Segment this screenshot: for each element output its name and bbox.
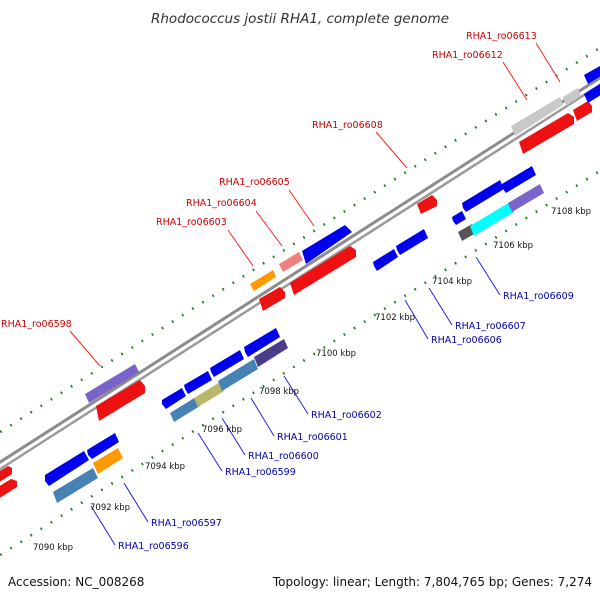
leader-ro06598 <box>69 330 101 367</box>
leader-ro06613 <box>535 42 561 83</box>
kbp-label-7102: 7102 kbp <box>375 313 415 323</box>
gene-ro06606[interactable] <box>373 249 398 271</box>
genome-backbone <box>0 76 600 471</box>
leader-ro06603 <box>227 229 254 267</box>
gene-forward-feature[interactable] <box>0 479 17 504</box>
forward-genes <box>0 66 600 504</box>
gene-ro06609-blue[interactable] <box>452 211 466 225</box>
gene-ro06612[interactable] <box>511 97 563 136</box>
kbp-label-7098: 7098 kbp <box>259 387 299 397</box>
gene-forward-feature[interactable] <box>0 466 12 488</box>
gene-ro06602[interactable] <box>244 328 280 357</box>
leader-ro06609 <box>475 256 501 296</box>
label-ro06608[interactable]: RHA1_ro06608 <box>312 120 383 131</box>
gene-ro06599-steel[interactable] <box>170 397 200 422</box>
label-ro06604[interactable]: RHA1_ro06604 <box>186 198 257 209</box>
gene-reverse-feature[interactable] <box>502 166 536 193</box>
leader-ro06600 <box>221 417 246 456</box>
reverse-genes <box>45 166 544 503</box>
gene-ro06605[interactable] <box>302 225 352 264</box>
gene-ro06596[interactable] <box>53 468 98 503</box>
gene-ro06598-red[interactable] <box>96 380 145 421</box>
forward-tick-track <box>0 46 600 434</box>
kbp-label-7094: 7094 kbp <box>145 462 185 472</box>
gene-ro06600-olive[interactable] <box>194 382 224 407</box>
gene-ro06600[interactable] <box>184 371 212 394</box>
kbp-label-7096: 7096 kbp <box>202 425 242 435</box>
label-ro06596[interactable]: RHA1_ro06596 <box>118 541 189 552</box>
leader-ro06596 <box>90 505 116 546</box>
gene-ro06602-slate[interactable] <box>254 339 288 367</box>
gene-ro06609-blue-upper[interactable] <box>462 180 504 212</box>
leader-ro06608 <box>375 131 408 169</box>
leader-ro06606 <box>404 299 429 340</box>
gene-forward-feature[interactable] <box>584 84 600 103</box>
label-ro06603[interactable]: RHA1_ro06603 <box>156 217 227 228</box>
gene-ro06612-red[interactable] <box>519 113 574 154</box>
gene-ro06613[interactable] <box>563 88 581 106</box>
gene-ro06596-blue[interactable] <box>45 451 89 486</box>
label-ro06607[interactable]: RHA1_ro06607 <box>455 321 526 332</box>
label-ro06600[interactable]: RHA1_ro06600 <box>248 451 319 462</box>
gene-ro06601[interactable] <box>210 350 244 377</box>
map-title: Rhodococcus jostii RHA1, complete genome <box>151 11 449 27</box>
label-ro06601[interactable]: RHA1_ro06601 <box>277 432 348 443</box>
label-ro06613[interactable]: RHA1_ro06613 <box>466 31 537 42</box>
kbp-scale: 7090 kbp 7092 kbp 7094 kbp 7096 kbp 7098… <box>33 207 591 553</box>
gene-ro06604[interactable] <box>279 252 303 272</box>
label-ro06602[interactable]: RHA1_ro06602 <box>311 410 382 421</box>
reverse-gene-labels: RHA1_ro06609 RHA1_ro06607 RHA1_ro06606 R… <box>118 291 574 552</box>
kbp-label-7104: 7104 kbp <box>432 277 472 287</box>
gene-ro06603[interactable] <box>250 270 276 291</box>
kbp-label-7092: 7092 kbp <box>90 503 130 513</box>
gene-ro06599[interactable] <box>162 388 186 409</box>
gene-ro06605-red[interactable] <box>290 246 356 295</box>
leader-ro06602 <box>283 375 309 415</box>
gene-ro06607[interactable] <box>396 229 428 255</box>
leader-ro06597 <box>123 482 149 523</box>
gene-ro06598[interactable] <box>85 364 139 403</box>
label-ro06598[interactable]: RHA1_ro06598 <box>1 319 72 330</box>
gene-ro06597-blue[interactable] <box>87 433 119 459</box>
accession-text: Accession: NC_008268 <box>8 575 144 589</box>
gene-ro06609-cyan[interactable] <box>470 202 514 236</box>
label-ro06605[interactable]: RHA1_ro06605 <box>219 177 290 188</box>
leader-ro06599 <box>197 432 223 472</box>
label-ro06599[interactable]: RHA1_ro06599 <box>225 467 296 478</box>
kbp-label-7090: 7090 kbp <box>33 543 73 553</box>
label-ro06609[interactable]: RHA1_ro06609 <box>503 291 574 302</box>
kbp-label-7106: 7106 kbp <box>493 241 533 251</box>
kbp-label-7108: 7108 kbp <box>551 207 591 217</box>
leader-ro06607 <box>428 287 453 326</box>
label-ro06612[interactable]: RHA1_ro06612 <box>432 50 503 61</box>
forward-gene-labels: RHA1_ro06613 RHA1_ro06612 RHA1_ro06608 R… <box>1 31 537 330</box>
leader-ro06612 <box>502 61 528 101</box>
gene-ro06608[interactable] <box>417 195 437 214</box>
gene-forward-feature[interactable] <box>573 101 592 121</box>
label-ro06606[interactable]: RHA1_ro06606 <box>431 335 502 346</box>
label-ro06597[interactable]: RHA1_ro06597 <box>151 518 222 529</box>
gene-ro06597[interactable] <box>93 448 123 474</box>
leader-ro06604 <box>255 210 283 247</box>
gene-forward-feature[interactable] <box>584 66 600 84</box>
gene-ro06601-steel[interactable] <box>218 359 258 391</box>
leader-lines <box>69 42 561 546</box>
gene-ro06603-red[interactable] <box>259 287 285 311</box>
leader-ro06605 <box>288 189 315 227</box>
summary-text: Topology: linear; Length: 7,804,765 bp; … <box>272 575 592 589</box>
kbp-label-7100: 7100 kbp <box>316 349 356 359</box>
gene-ro06609-purple[interactable] <box>508 184 544 212</box>
leader-ro06601 <box>250 397 275 437</box>
